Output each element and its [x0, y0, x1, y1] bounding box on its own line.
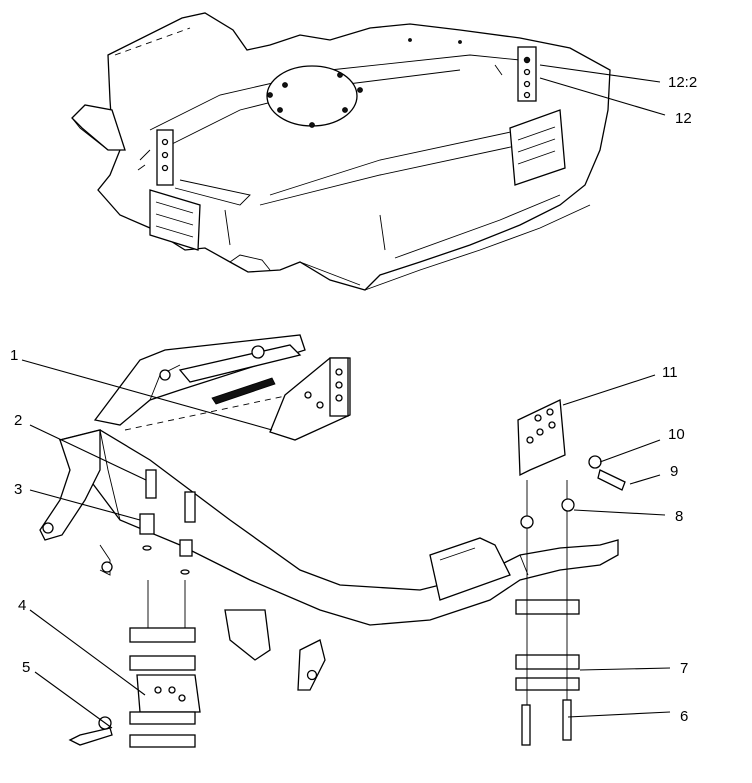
- callout-1: 1: [10, 347, 18, 364]
- callout-10: 10: [668, 426, 685, 443]
- callout-6: 6: [680, 708, 688, 725]
- callout-12: 12: [675, 110, 692, 127]
- callout-8: 8: [675, 508, 683, 525]
- callout-3: 3: [14, 481, 22, 498]
- callout-9: 9: [670, 463, 678, 480]
- mounting-frame: [39, 334, 619, 691]
- callout-4: 4: [18, 597, 26, 614]
- right-bracket-plate: [517, 399, 566, 477]
- callout-7: 7: [680, 660, 688, 677]
- isolator-mount-right: [515, 480, 580, 746]
- cap-screw-and-spacer: [139, 469, 196, 630]
- callout-5: 5: [22, 659, 30, 676]
- isolator-mount-left: [129, 627, 201, 748]
- leader-lines: [21, 64, 671, 729]
- callout-labels: 1 2 3 4 5 6 7 8 9 10 11 12 12:2: [10, 74, 697, 725]
- callout-12-2: 12:2: [668, 74, 697, 91]
- bolt-and-washer-left: [68, 716, 113, 746]
- callout-11: 11: [662, 364, 678, 381]
- callout-2: 2: [14, 412, 22, 429]
- mower-deck: [71, 12, 611, 291]
- bolt-and-washer-right: [588, 455, 626, 491]
